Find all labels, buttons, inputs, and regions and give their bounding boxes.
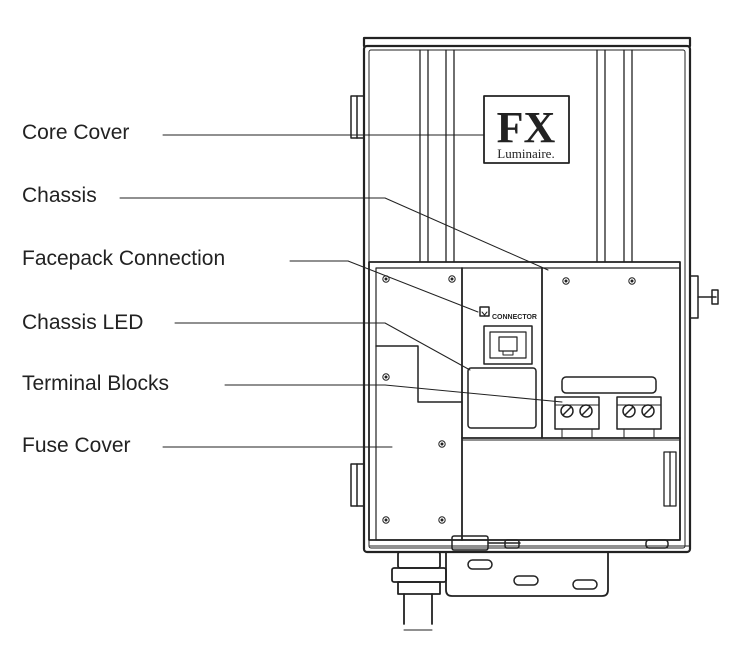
conduit bbox=[391, 551, 447, 631]
hinges bbox=[350, 95, 365, 507]
fuse-cover bbox=[375, 345, 463, 403]
facepack-connector: CONNECTOR bbox=[479, 306, 537, 365]
core-cover-ribs bbox=[419, 49, 633, 263]
leader-facepack-b bbox=[347, 260, 479, 313]
leader-chassis-b bbox=[384, 197, 549, 271]
leader-lines bbox=[119, 134, 563, 448]
label-terminal-blocks: Terminal Blocks bbox=[22, 372, 170, 395]
connector-label: CONNECTOR bbox=[492, 314, 537, 321]
bottom-details bbox=[369, 535, 691, 551]
leader-chassis-led-b bbox=[384, 322, 471, 371]
chassis bbox=[368, 261, 681, 541]
lower-bracket bbox=[663, 451, 677, 507]
screws bbox=[382, 275, 636, 524]
chassis-slot bbox=[561, 376, 657, 394]
label-fuse-cover: Fuse Cover bbox=[22, 434, 131, 457]
fx-logo: FX Luminaire. bbox=[483, 95, 570, 164]
label-facepack-connection: Facepack Connection bbox=[22, 247, 226, 270]
mounting-bracket bbox=[445, 551, 609, 597]
terminal-blocks bbox=[554, 396, 662, 438]
chassis-led bbox=[467, 367, 537, 429]
side-latch bbox=[689, 275, 719, 319]
label-core-cover: Core Cover bbox=[22, 121, 130, 144]
logo-mark: FX bbox=[497, 103, 556, 152]
leader-terminal-b bbox=[384, 384, 563, 403]
label-chassis-led: Chassis LED bbox=[22, 311, 144, 334]
logo-wordmark: Luminaire. bbox=[497, 146, 554, 161]
label-chassis: Chassis bbox=[22, 184, 97, 207]
